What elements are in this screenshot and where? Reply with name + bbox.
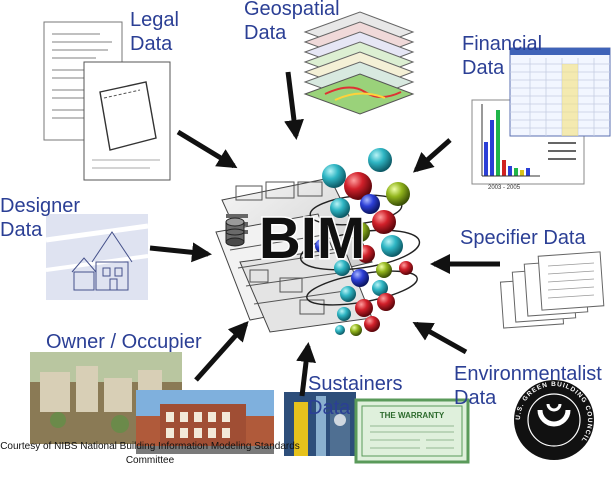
bim-center-label: BIM (259, 206, 365, 271)
label-geospatial-data: Geospatial Data (244, 0, 340, 45)
arrow-designer (150, 248, 208, 254)
building-photo-icon (30, 352, 274, 454)
arrow-legal (178, 132, 234, 166)
label-designer-line2: Data (0, 218, 80, 242)
label-sustainers-data: Sustainers Data (308, 372, 403, 420)
credit-caption: Courtesy of NIBS National Building Infor… (0, 440, 300, 486)
arrow-financial (416, 140, 450, 170)
label-specifier-data: Specifier Data (460, 226, 586, 250)
arrow-geospatial (288, 72, 296, 136)
arrow-owner (196, 324, 246, 380)
label-specifier-line1: Specifier Data (460, 226, 586, 250)
bim-center-graphic: BIM (216, 148, 422, 336)
label-legal-data: Legal Data (130, 8, 179, 56)
label-sustainers-line1: Sustainers (308, 372, 403, 396)
label-geospatial-line2: Data (244, 21, 340, 45)
label-designer-line1: Designer (0, 194, 80, 218)
arrow-environmentalist (416, 324, 466, 352)
label-geospatial-line1: Geospatial (244, 0, 340, 21)
label-financial-data: Financial Data (462, 32, 542, 80)
label-environmentalist-data: Environmentalist Data (454, 362, 602, 410)
spec-sheets-icon (500, 252, 603, 328)
label-legal-line1: Legal (130, 8, 179, 32)
label-financial-line2: Data (462, 56, 542, 80)
label-environmentalist-line1: Environmentalist (454, 362, 602, 386)
database-icon (226, 218, 244, 246)
label-owner-line1: Owner / Occupier (46, 330, 202, 354)
financial-chart-caption: 2003 - 2005 (488, 185, 521, 191)
label-designer-data: Designer Data (0, 194, 80, 242)
label-financial-line1: Financial (462, 32, 542, 56)
label-legal-line2: Data (130, 32, 179, 56)
label-sustainers-line2: Data (308, 396, 403, 420)
label-environmentalist-line2: Data (454, 386, 602, 410)
label-owner-occupier: Owner / Occupier (46, 330, 202, 354)
